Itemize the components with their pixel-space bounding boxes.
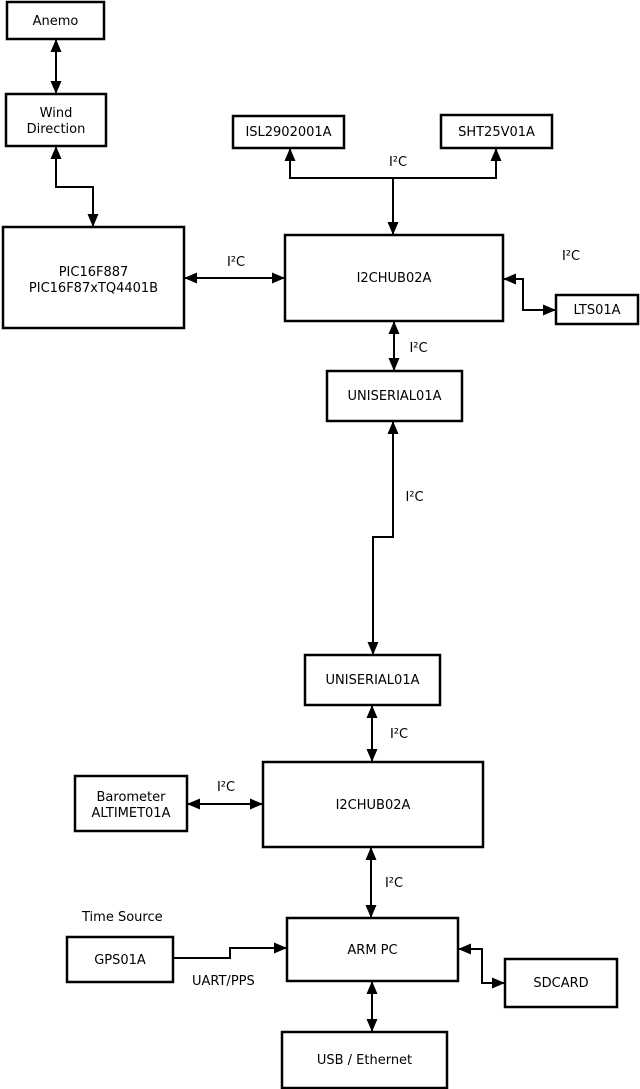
i2c-hub-top-label: I2CHUB02A (357, 271, 432, 286)
barometer-box (73, 774, 189, 833)
node-i2c-hub-bottom: I2CHUB02A (261, 760, 485, 849)
sdcard-box (503, 957, 619, 1009)
node-usb-ethernet: USB / Ethernet (280, 1030, 449, 1089)
connector-uniserial-top-uniserial-bottom (367, 421, 399, 655)
lts-box (554, 293, 640, 326)
sdcard-label: SDCARD (533, 976, 588, 991)
uniserial-top-box (325, 369, 464, 423)
uniserial-top-label: UNISERIAL01A (348, 389, 442, 404)
label-i2c-pic-hub: I²C (227, 255, 245, 270)
label-i2c-uniserial-link: I²C (405, 490, 423, 505)
gps-label: GPS01A (94, 953, 146, 968)
node-barometer: Barometer ALTIMET01A (73, 774, 189, 833)
label-time-source: Time Source (81, 910, 163, 925)
anemo-box (5, 0, 106, 41)
uniserial-bottom-label: UNISERIAL01A (326, 673, 420, 688)
node-gps: GPS01A (65, 935, 175, 984)
label-i2c-uniserial-hub-bottom: I²C (390, 727, 408, 742)
bus-labels: I²C I²C I²C I²C I²C I²C I²C I²C Time Sou… (81, 155, 580, 989)
isl-box (231, 114, 346, 150)
uniserial-bottom-box (303, 653, 442, 707)
sht-box (439, 113, 554, 150)
label-i2c-branch: I²C (389, 155, 407, 170)
usb-ethernet-box (280, 1030, 449, 1089)
usb-ethernet-label: USB / Ethernet (317, 1053, 412, 1068)
pic-label-line2: PIC16F87xTQ4401B (29, 281, 158, 296)
node-wind-direction: Wind Direction (4, 92, 108, 148)
isl-label: ISL2902001A (245, 125, 331, 140)
connectors (50, 39, 556, 1032)
node-uniserial-bottom: UNISERIAL01A (303, 653, 442, 707)
label-i2c-hub-uniserial-top: I²C (409, 341, 427, 356)
label-uart-pps: UART/PPS (192, 974, 255, 989)
node-i2c-hub-top: I2CHUB02A (283, 233, 505, 323)
node-arm-pc: ARM PC (285, 916, 460, 983)
wind-direction-label-line1: Wind (40, 106, 73, 121)
pic-label-line1: PIC16F887 (59, 265, 129, 280)
pic-box (1, 225, 186, 330)
anemo-label: Anemo (33, 14, 79, 29)
connector-wind-pic (50, 146, 99, 227)
barometer-label-line1: Barometer (97, 790, 167, 805)
label-i2c-barometer-hub: I²C (217, 780, 235, 795)
label-i2c-hub-armpc: I²C (385, 876, 403, 891)
label-i2c-hub-lts: I²C (562, 249, 580, 264)
node-sht: SHT25V01A (439, 113, 554, 150)
arm-pc-label: ARM PC (347, 943, 397, 958)
node-lts: LTS01A (554, 293, 640, 326)
connector-hub-top-lts (503, 273, 556, 316)
lts-label: LTS01A (573, 303, 620, 318)
i2c-hub-bottom-box (261, 760, 485, 849)
connector-gps-armpc (173, 942, 287, 959)
barometer-label-line2: ALTIMET01A (92, 806, 171, 821)
wind-direction-label-line2: Direction (27, 122, 86, 137)
i2c-hub-top-box (283, 233, 505, 323)
node-sdcard: SDCARD (503, 957, 619, 1009)
arm-pc-box (285, 916, 460, 983)
i2c-hub-bottom-label: I2CHUB02A (336, 798, 411, 813)
node-isl: ISL2902001A (231, 114, 346, 150)
sht-label: SHT25V01A (458, 125, 535, 140)
node-pic: PIC16F887 PIC16F87xTQ4401B (1, 225, 186, 330)
connector-armpc-sdcard (458, 943, 505, 989)
node-anemo: Anemo (5, 0, 106, 41)
node-uniserial-top: UNISERIAL01A (325, 369, 464, 423)
gps-box (65, 935, 175, 984)
wind-direction-box (4, 92, 108, 148)
